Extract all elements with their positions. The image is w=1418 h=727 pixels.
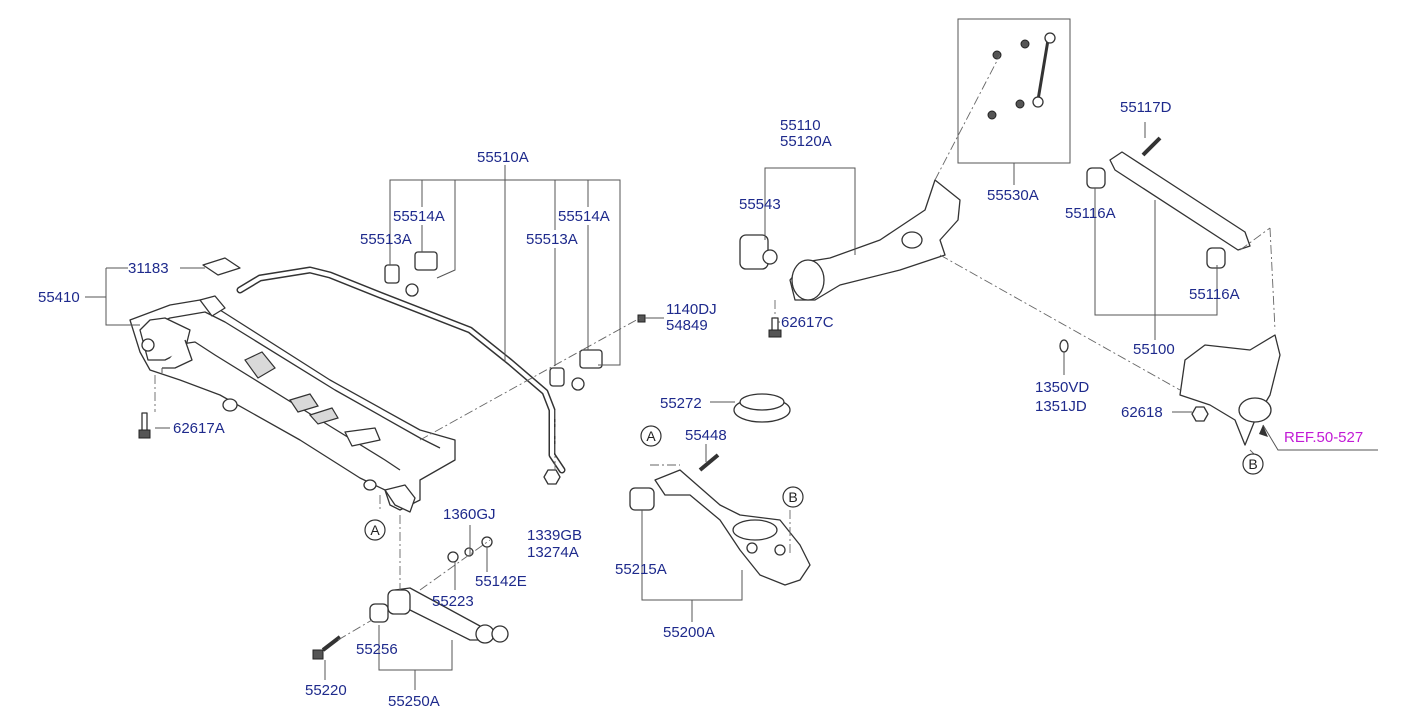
svg-text:B: B [788,489,797,505]
label-55272[interactable]: 55272 [660,395,702,412]
label-13274a[interactable]: 13274A [527,544,579,561]
label-55223[interactable]: 55223 [432,593,474,610]
label-55215a[interactable]: 55215A [615,561,667,578]
label-55116a-top[interactable]: 55116A [1065,205,1116,222]
label-plate [202,257,241,276]
label-1350vd[interactable]: 1350VD [1035,379,1089,396]
label-1140dj[interactable]: 1140DJ [666,301,717,318]
svg-text:B: B [1248,456,1257,472]
label-55514a-left[interactable]: 55514A [393,208,445,225]
bolt-55220 [312,635,342,660]
label-55142e[interactable]: 55142E [475,573,527,590]
stabilizer-link [987,32,1056,120]
bushing-right [549,349,603,391]
control-arm-55100 [1086,136,1251,269]
label-62617a[interactable]: 62617A [173,420,225,437]
label-55120a[interactable]: 55120A [780,133,832,150]
label-55530a[interactable]: 55530A [987,187,1039,204]
label-55116a-bottom[interactable]: 55116A [1189,286,1240,303]
label-54849[interactable]: 54849 [666,317,708,334]
stabilizer-bar [236,266,566,474]
part-labels: 31183 55410 62617A 55510A 55514A 55513A … [38,99,1363,710]
callout-a-left: A [364,519,386,541]
crossmember-subframe [129,295,456,513]
label-55448[interactable]: 55448 [685,427,727,444]
label-55543[interactable]: 55543 [739,196,781,213]
label-55410[interactable]: 55410 [38,289,80,306]
lower-arm-55200a [629,393,811,586]
upper-arm-55110 [739,179,961,338]
svg-text:A: A [646,428,656,444]
label-55514a-right[interactable]: 55514A [558,208,610,225]
callout-b-right: B [1242,453,1264,475]
nut-62618 [1191,406,1209,422]
label-55256[interactable]: 55256 [356,641,398,658]
callout-a-mid: A [640,425,662,447]
bolt-1350vd [1059,339,1069,353]
label-1351jd[interactable]: 1351JD [1035,398,1087,415]
bolt-62617a [138,412,151,439]
nut-1339gb [543,469,561,485]
label-55250a[interactable]: 55250A [388,693,440,710]
label-55200a[interactable]: 55200A [663,624,715,641]
label-55513a-right[interactable]: 55513A [526,231,578,248]
leader-lines [85,122,1378,690]
label-55510a[interactable]: 55510A [477,149,529,166]
label-55110[interactable]: 55110 [780,117,821,134]
callout-b-mid: B [782,486,804,508]
washer-55223 [447,551,459,563]
knuckle [1179,334,1281,446]
ref-50-527-link[interactable]: REF.50-527 [1284,429,1363,446]
label-31183[interactable]: 31183 [128,260,169,277]
label-62617c[interactable]: 62617C [781,314,834,331]
bushing-left [384,251,438,297]
bolt-1140dj [637,314,660,323]
lateral-arm-55250a [369,587,509,644]
label-55100[interactable]: 55100 [1133,341,1175,358]
label-62618[interactable]: 62618 [1121,404,1163,421]
nut-55142e [481,536,493,548]
nut-1360gj [464,547,474,557]
label-1360gj[interactable]: 1360GJ [443,506,496,523]
label-55513a-left[interactable]: 55513A [360,231,412,248]
label-1339gb[interactable]: 1339GB [527,527,582,544]
svg-text:A: A [370,522,380,538]
label-55220[interactable]: 55220 [305,682,347,699]
center-lines [154,54,1276,641]
label-55117d[interactable]: 55117D [1120,99,1172,116]
